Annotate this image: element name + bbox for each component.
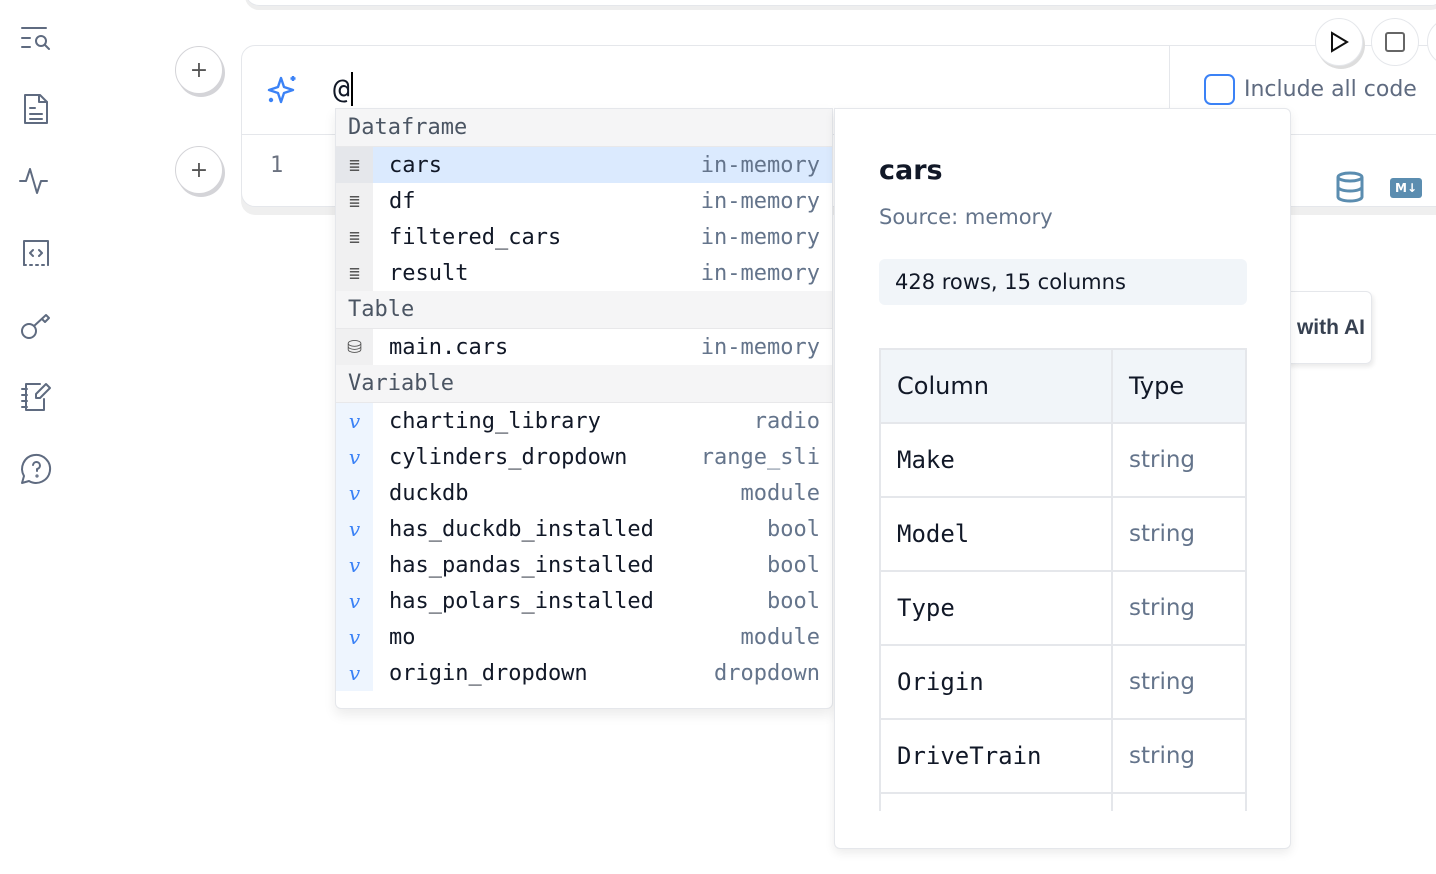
- variable-icon: v: [336, 511, 373, 547]
- ai-button-label: with AI: [1297, 316, 1365, 340]
- autocomplete-dropdown[interactable]: Dataframe≣carsin-memory≣dfin-memory≣filt…: [335, 108, 833, 709]
- columns-table: ColumnType MakestringModelstringTypestri…: [879, 348, 1247, 811]
- item-type: in-memory: [701, 225, 832, 250]
- item-name: mo: [373, 625, 741, 650]
- column-name: Origin: [880, 645, 1112, 719]
- column-name: DriveTrain: [880, 719, 1112, 793]
- line-number: 1: [270, 153, 283, 178]
- autocomplete-item[interactable]: vhas_polars_installedbool: [336, 583, 832, 619]
- table-row: Makestring: [880, 423, 1246, 497]
- group-header: Dataframe: [336, 109, 832, 147]
- autocomplete-item[interactable]: ⛁main.carsin-memory: [336, 329, 832, 365]
- code-snippet-icon[interactable]: [16, 233, 56, 273]
- item-name: df: [373, 189, 701, 214]
- variable-icon: v: [336, 619, 373, 655]
- item-type: range_sli: [701, 445, 832, 470]
- item-type: dropdown: [714, 661, 832, 686]
- help-chat-icon[interactable]: [16, 449, 56, 489]
- include-all-code-checkbox[interactable]: Include all code: [1204, 74, 1417, 105]
- notebook-pen-icon[interactable]: [16, 377, 56, 417]
- autocomplete-item[interactable]: vhas_duckdb_installedbool: [336, 511, 832, 547]
- add-cell-above-button[interactable]: +: [175, 46, 223, 94]
- autocomplete-item[interactable]: vcharting_libraryradio: [336, 403, 832, 439]
- markdown-icon[interactable]: M↓: [1390, 178, 1422, 198]
- item-name: has_polars_installed: [373, 589, 767, 614]
- item-name: cylinders_dropdown: [373, 445, 701, 470]
- key-icon[interactable]: [16, 305, 56, 345]
- item-name: duckdb: [373, 481, 741, 506]
- item-type: in-memory: [701, 153, 832, 178]
- variable-icon: v: [336, 655, 373, 691]
- variable-icon: v: [336, 475, 373, 511]
- column-name: Model: [880, 497, 1112, 571]
- column-header: Column: [880, 349, 1112, 423]
- prompt-input[interactable]: @: [333, 72, 353, 106]
- item-type: in-memory: [701, 261, 832, 286]
- column-type: string: [1112, 719, 1246, 793]
- autocomplete-item[interactable]: vcylinders_dropdownrange_sli: [336, 439, 832, 475]
- table-icon: ≣: [336, 183, 373, 219]
- variable-icon: v: [336, 547, 373, 583]
- table-row: Modelstring: [880, 497, 1246, 571]
- autocomplete-item[interactable]: vmomodule: [336, 619, 832, 655]
- item-name: result: [373, 261, 701, 286]
- item-name: has_duckdb_installed: [373, 517, 767, 542]
- autocomplete-item[interactable]: vorigin_dropdowndropdown: [336, 655, 832, 691]
- table-row: DriveTrainstring: [880, 719, 1246, 793]
- table-icon: ≣: [336, 219, 373, 255]
- run-button[interactable]: [1315, 18, 1363, 66]
- item-type: bool: [767, 553, 832, 578]
- group-header: Variable: [336, 365, 832, 403]
- sparkles-icon: [266, 73, 300, 111]
- variable-icon: v: [336, 403, 373, 439]
- item-type: module: [741, 481, 832, 506]
- dataframe-details-panel: cars Source: memory 428 rows, 15 columns…: [834, 108, 1291, 849]
- item-type: bool: [767, 517, 832, 542]
- variable-icon: v: [336, 583, 373, 619]
- column-name: Make: [880, 423, 1112, 497]
- autocomplete-item[interactable]: vhas_pandas_installedbool: [336, 547, 832, 583]
- item-type: in-memory: [701, 335, 832, 360]
- column-type: string: [1112, 497, 1246, 571]
- add-cell-button[interactable]: +: [175, 146, 223, 194]
- autocomplete-item[interactable]: ≣dfin-memory: [336, 183, 832, 219]
- table-icon: ≣: [336, 147, 373, 183]
- column-name: Type: [880, 571, 1112, 645]
- autocomplete-item[interactable]: ≣resultin-memory: [336, 255, 832, 291]
- autocomplete-item[interactable]: ≣filtered_carsin-memory: [336, 219, 832, 255]
- outline-search-icon[interactable]: [16, 18, 56, 58]
- type-header: Type: [1112, 349, 1246, 423]
- database-icon[interactable]: [1335, 171, 1365, 207]
- autocomplete-item[interactable]: ≣carsin-memory: [336, 147, 832, 183]
- activity-icon[interactable]: [16, 161, 56, 201]
- item-name: origin_dropdown: [373, 661, 714, 686]
- item-type: in-memory: [701, 189, 832, 214]
- document-icon[interactable]: [16, 89, 56, 129]
- item-type: radio: [754, 409, 832, 434]
- item-name: filtered_cars: [373, 225, 701, 250]
- table-row-partial: [880, 793, 1246, 811]
- table-row: Typestring: [880, 571, 1246, 645]
- checkbox-box[interactable]: [1204, 74, 1235, 105]
- item-name: charting_library: [373, 409, 754, 434]
- database-icon: ⛁: [336, 329, 373, 365]
- item-name: has_pandas_installed: [373, 553, 767, 578]
- item-type: module: [741, 625, 832, 650]
- stop-icon: [1385, 32, 1405, 52]
- variable-icon: v: [336, 439, 373, 475]
- column-type: string: [1112, 423, 1246, 497]
- group-header: Table: [336, 291, 832, 329]
- autocomplete-item[interactable]: vduckdbmodule: [336, 475, 832, 511]
- item-name: cars: [373, 153, 701, 178]
- stop-button[interactable]: [1371, 18, 1419, 66]
- include-all-code-label: Include all code: [1244, 77, 1417, 102]
- table-row: Originstring: [880, 645, 1246, 719]
- column-type: string: [1112, 571, 1246, 645]
- column-type: string: [1112, 645, 1246, 719]
- previous-cell: [245, 0, 1436, 6]
- table-icon: ≣: [336, 255, 373, 291]
- item-type: bool: [767, 589, 832, 614]
- item-name: main.cars: [373, 335, 701, 360]
